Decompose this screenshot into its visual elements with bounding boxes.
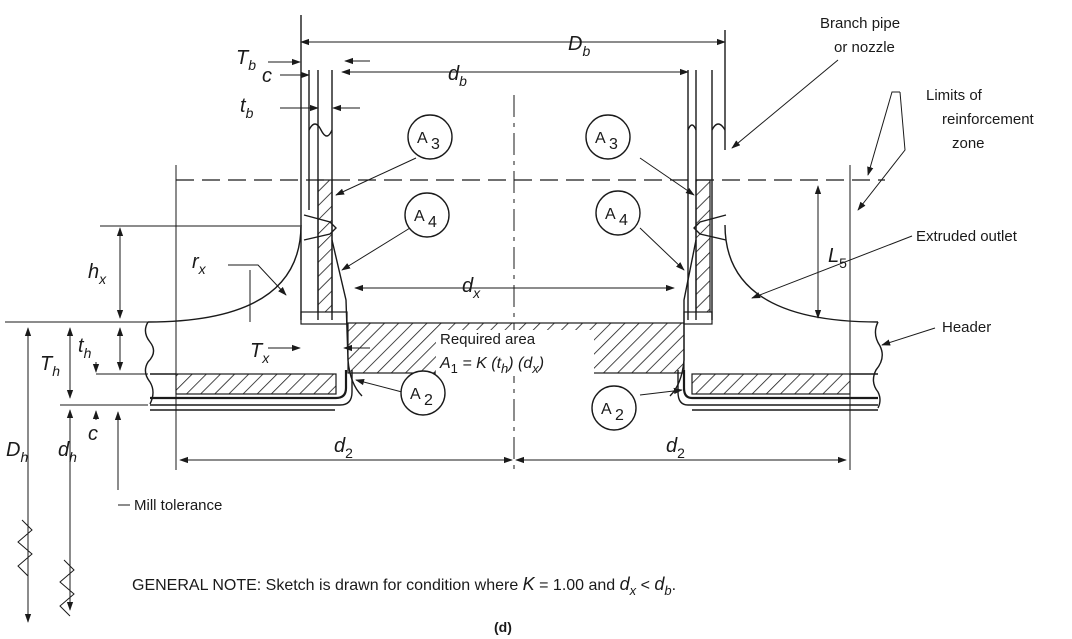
required-area-title: Required area: [440, 331, 536, 348]
callout-branch-pipe-line1: Branch pipe: [820, 15, 900, 32]
leader-lines: [335, 59, 936, 396]
lip-left: [300, 311, 348, 325]
area-label-a3-right: A 3: [585, 114, 631, 160]
label-rx: rx: [192, 251, 207, 277]
callout-limits-line3: zone: [952, 135, 985, 152]
callout-branch-pipe-line2: or nozzle: [834, 39, 895, 56]
svg-text:A: A: [595, 130, 606, 147]
label-tb-thickness: tb: [240, 95, 254, 121]
label-dh-inner: dh: [58, 439, 77, 465]
figure-caption: (d): [494, 619, 512, 635]
svg-text:2: 2: [615, 407, 624, 424]
dimension-lines: [5, 38, 847, 623]
weld-left: [303, 214, 337, 241]
header-excess-area-left: [175, 373, 337, 395]
area-label-a2-left: A 2: [400, 370, 446, 416]
svg-text:2: 2: [424, 392, 433, 409]
svg-text:A: A: [601, 401, 612, 418]
label-d2-right: d2: [666, 435, 685, 461]
callout-limits-line1: Limits of: [926, 87, 983, 104]
weld-right: [693, 214, 727, 241]
label-l5: L5: [828, 245, 847, 271]
area-label-a4-left: A 4: [404, 192, 450, 238]
svg-text:4: 4: [619, 212, 628, 229]
callout-header: Header: [942, 319, 991, 336]
header-pipe: [144, 321, 883, 411]
label-c-top: c: [262, 65, 272, 87]
required-area-label-bg: [436, 330, 594, 376]
general-note: GENERAL NOTE: Sketch is drawn for condit…: [132, 574, 676, 598]
label-db-outer: Db: [568, 33, 590, 59]
header-excess-area-right: [691, 373, 851, 395]
svg-text:A: A: [605, 206, 616, 223]
label-tb: Tb: [236, 47, 256, 73]
callout-limits-line2: reinforcement: [942, 111, 1035, 128]
outlet-contour-left: [331, 239, 363, 397]
branch-wall-hatch-left: [317, 179, 333, 321]
label-dx: dx: [462, 275, 481, 301]
area-label-a3-left: A 3: [407, 114, 453, 160]
label-db-inner: db: [448, 63, 467, 89]
svg-text:3: 3: [609, 136, 618, 153]
extrusion-radius-right: [724, 224, 879, 323]
label-c-left: c: [88, 423, 98, 445]
svg-text:A: A: [410, 386, 421, 403]
svg-text:A: A: [414, 208, 425, 225]
extrusion-radius-left: [147, 224, 302, 323]
svg-text:4: 4: [428, 214, 437, 231]
callout-mill-tolerance: Mill tolerance: [134, 497, 222, 514]
outlet-contour-right: [669, 239, 697, 397]
branch-wall-hatch-right: [695, 179, 711, 321]
label-th-header: Th: [40, 353, 60, 379]
svg-text:A: A: [417, 130, 428, 147]
label-tx: Tx: [250, 340, 270, 366]
area-label-a4-right: A 4: [595, 190, 641, 236]
label-th: th: [78, 335, 92, 361]
callout-extruded-outlet: Extruded outlet: [916, 228, 1018, 245]
label-hx: hx: [88, 261, 107, 287]
required-area-formula: A1 = K (th) (dx): [439, 355, 544, 376]
label-d2-left: d2: [334, 435, 353, 461]
label-dh-outer: Dh: [6, 439, 28, 465]
svg-text:3: 3: [431, 136, 440, 153]
area-label-a2-right: A 2: [591, 385, 637, 431]
